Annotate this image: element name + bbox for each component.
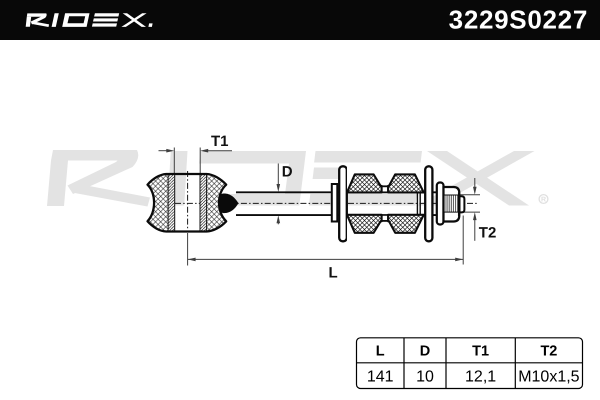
svg-text:T1: T1 xyxy=(211,133,229,150)
svg-text:M10x1,5: M10x1,5 xyxy=(518,368,579,385)
svg-text:T2: T2 xyxy=(479,225,497,242)
svg-text:10: 10 xyxy=(416,368,434,385)
svg-text:T2: T2 xyxy=(540,344,557,360)
svg-text:T1: T1 xyxy=(472,344,489,360)
svg-text:D: D xyxy=(420,344,430,360)
svg-text:R: R xyxy=(541,197,546,204)
svg-text:L: L xyxy=(329,265,338,282)
svg-text:12,1: 12,1 xyxy=(465,368,496,385)
svg-text:3229S0227: 3229S0227 xyxy=(449,5,588,35)
svg-text:L: L xyxy=(376,344,385,360)
svg-text:141: 141 xyxy=(367,368,394,385)
svg-text:D: D xyxy=(282,164,293,181)
